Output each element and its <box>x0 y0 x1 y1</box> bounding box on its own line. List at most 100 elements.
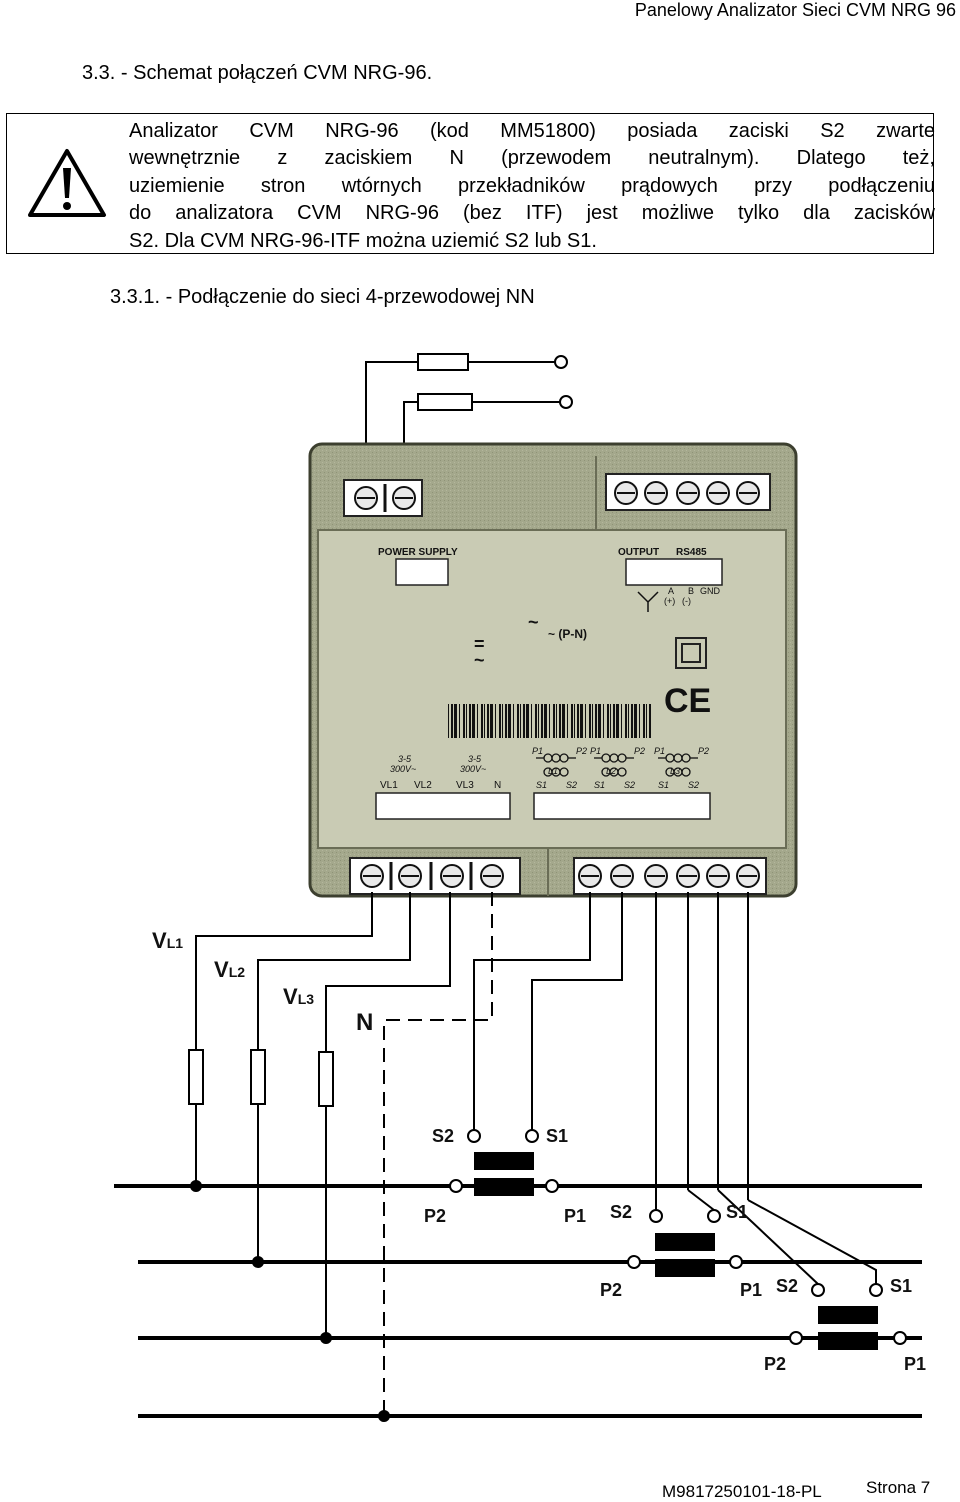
ct-p2-label: P2 <box>424 1206 446 1226</box>
ct-terminal <box>467 1129 481 1143</box>
section-title: 3.3. - Schemat połączeń CVM NRG-96. <box>82 62 433 84</box>
page-header: Panelowy Analizator Sieci CVM NRG 96 <box>634 0 956 20</box>
ct-terminal <box>789 1331 803 1345</box>
ct-s1-label: S1 <box>536 780 547 790</box>
ct-p2-label: P2 <box>764 1354 786 1374</box>
output-minus-label: (-) <box>682 596 691 606</box>
ct-terminal <box>811 1283 825 1297</box>
voltage-rating: 300V~ <box>460 764 486 774</box>
ct-terminal <box>649 1209 663 1223</box>
ct-terminal <box>893 1331 907 1345</box>
ct-p2-label: P2 <box>576 746 587 756</box>
bus-junction <box>320 1332 332 1344</box>
dc-ac-symbol: ~ <box>474 650 485 670</box>
warning-line: do analizatora CVM NRG-96 (bez ITF) jest… <box>129 202 935 225</box>
bus-lines <box>114 1184 922 1418</box>
ac-symbol: ~ <box>528 612 539 632</box>
ct-p1-label: P1 <box>904 1354 926 1374</box>
ct-s2-label: S2 <box>566 780 577 790</box>
analyzer-device <box>308 442 798 898</box>
warning-line: S2. Dla CVM NRG-96-ITF można uziemić S2 … <box>129 229 597 252</box>
bus-junction <box>378 1410 390 1422</box>
ct-s2-label: S2 <box>776 1276 798 1296</box>
current-transformer-core <box>474 1178 534 1196</box>
rs485-label: RS485 <box>676 547 707 558</box>
warning-line: wewnętrznie z zaciskiem N (przewodem neu… <box>129 147 935 170</box>
fuse <box>318 1051 334 1107</box>
ct-s2-label: S2 <box>688 780 699 790</box>
warning-line: uziemienie stron wtórnych przekładników … <box>129 174 935 197</box>
current-transformer-core <box>818 1306 878 1324</box>
warning-box: Analizator CVM NRG-96 (kod MM51800) posi… <box>6 113 935 255</box>
device-term-vl1: VL1 <box>380 780 398 791</box>
current-transformer-core <box>655 1233 715 1251</box>
ct-terminal <box>729 1255 743 1269</box>
device-panel-print: POWER SUPPLY OUTPUT RS485 A B GND (+) (-… <box>375 547 723 820</box>
fuse <box>417 393 473 411</box>
ct-phase-label: L3 <box>670 766 680 776</box>
ct-phase-label: L1 <box>548 766 558 776</box>
ct-p1-label: P1 <box>740 1280 762 1300</box>
supply-terminal <box>559 395 573 409</box>
output-label: OUTPUT <box>618 547 659 558</box>
output-plus-label: (+) <box>664 596 675 606</box>
ct-p1-label: P1 <box>590 746 601 756</box>
ct-s1-label: S1 <box>658 780 669 790</box>
barcode <box>448 704 651 738</box>
fuse <box>417 353 469 371</box>
current-transformer-core <box>474 1152 534 1170</box>
voltage-rating: 300V~ <box>390 764 416 774</box>
current-wiring <box>473 892 877 1285</box>
ct-terminal <box>707 1209 721 1223</box>
warning-line: Analizator CVM NRG-96 (kod MM51800) posi… <box>129 120 935 142</box>
bus-junction <box>190 1180 202 1192</box>
ct-p2-label: P2 <box>600 1280 622 1300</box>
warning-triangle-icon <box>28 149 106 217</box>
ct-s1-label: S1 <box>726 1202 748 1222</box>
supply-terminal <box>554 355 568 369</box>
phase-label-vl1: VL1 <box>152 928 183 953</box>
page-number: Strona 7 <box>866 1478 931 1497</box>
fuse <box>250 1049 266 1105</box>
ct-s2-label: S2 <box>624 780 635 790</box>
current-transformer-core <box>655 1259 715 1277</box>
ct-phase-label: L2 <box>606 766 616 776</box>
phase-label-vl2: VL2 <box>214 957 245 982</box>
document-code: M9817250101-18-PL <box>662 1482 822 1501</box>
ct-p2-label: P2 <box>634 746 645 756</box>
bus-junction <box>252 1256 264 1268</box>
fuse <box>188 1049 204 1105</box>
ct-terminal <box>449 1179 463 1193</box>
ct-s1-label: S1 <box>594 780 605 790</box>
ac-pn-label: ~ (P-N) <box>548 627 587 641</box>
ct-s1-label: S1 <box>890 1276 912 1296</box>
ct-p2-label: P2 <box>698 746 709 756</box>
ct-s2-label: S2 <box>610 1202 632 1222</box>
device-term-vl3: VL3 <box>456 780 474 791</box>
output-gnd-label: GND <box>700 586 721 596</box>
power-supply-label: POWER SUPPLY <box>378 547 458 558</box>
device-term-n: N <box>494 780 501 791</box>
ce-mark: CE <box>664 682 711 720</box>
ct-p1-label: P1 <box>532 746 543 756</box>
ct-s1-label: S1 <box>546 1126 568 1146</box>
output-a-label: A <box>668 586 674 596</box>
voltage-rating: 3-5 <box>468 754 482 764</box>
device-term-vl2: VL2 <box>414 780 432 791</box>
current-transformer-core <box>818 1332 878 1350</box>
ct-terminal <box>627 1255 641 1269</box>
ct-terminal <box>869 1283 883 1297</box>
phase-label-vl3: VL3 <box>283 984 314 1009</box>
ct-terminal <box>525 1129 539 1143</box>
warning-text: Analizator CVM NRG-96 (kod MM51800) posi… <box>129 118 935 255</box>
subsection-title: 3.3.1. - Podłączenie do sieci 4-przewodo… <box>110 286 535 308</box>
ct-terminal <box>545 1179 559 1193</box>
dc-symbol: = <box>474 634 485 654</box>
ct-p1-label: P1 <box>564 1206 586 1226</box>
output-b-label: B <box>688 586 694 596</box>
ct-s2-label: S2 <box>432 1126 454 1146</box>
ct-p1-label: P1 <box>654 746 665 756</box>
